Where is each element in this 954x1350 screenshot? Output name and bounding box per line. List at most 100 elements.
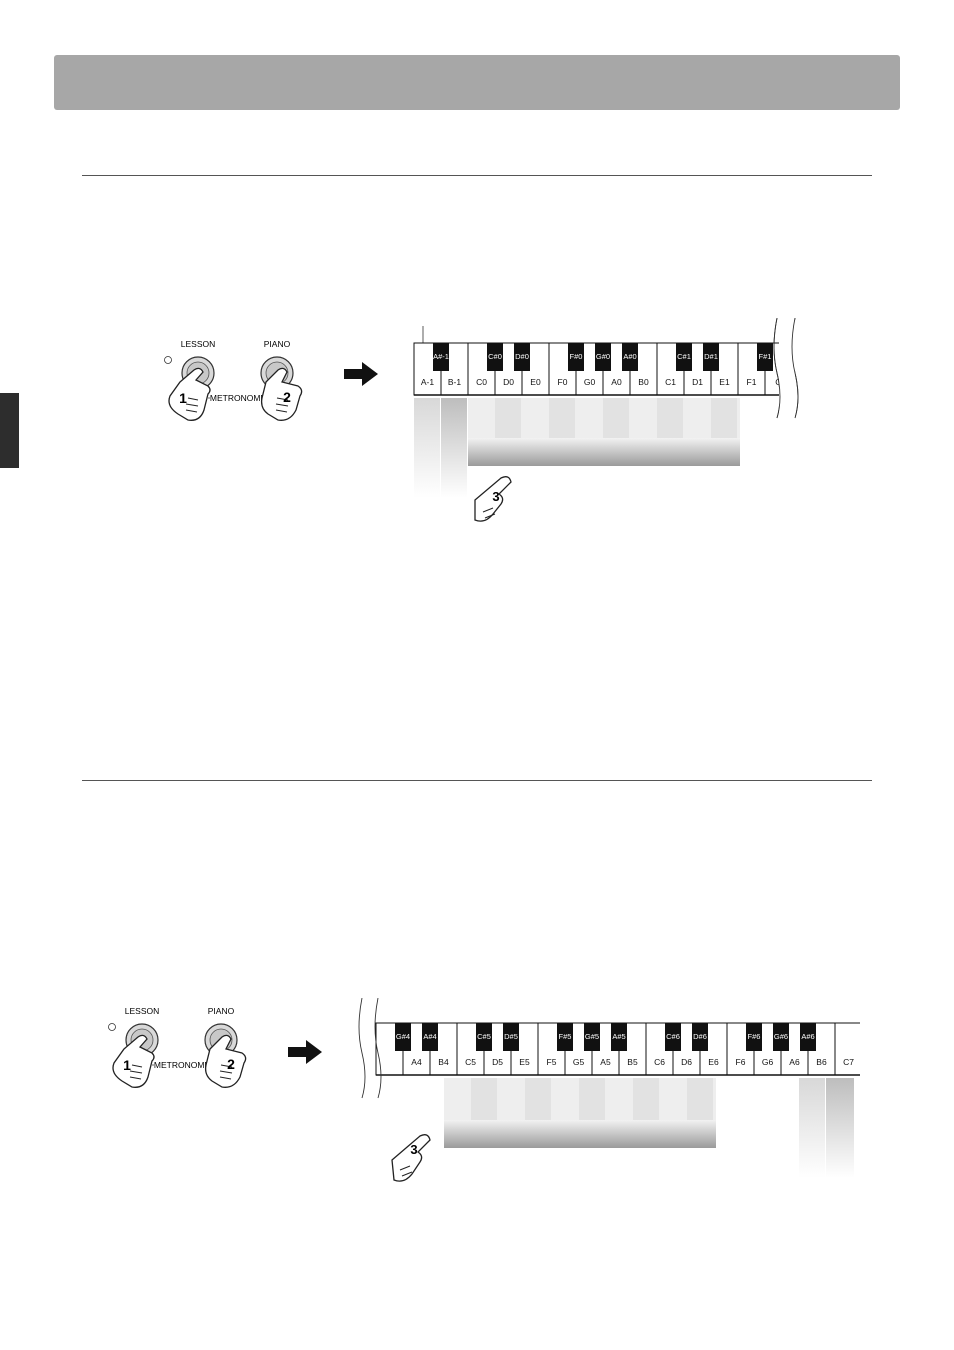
white-key-label: B0	[638, 377, 649, 387]
white-key-label: C6	[654, 1057, 665, 1067]
black-key-label: G#4	[396, 1032, 410, 1041]
black-key[interactable]	[757, 343, 773, 371]
key-fade-column	[414, 398, 440, 498]
white-key[interactable]	[834, 1022, 860, 1076]
key-fade-column	[799, 1078, 825, 1178]
black-key[interactable]	[422, 1023, 438, 1051]
white-key-label: E6	[708, 1057, 719, 1067]
black-key-label: G#0	[596, 352, 610, 361]
white-key-label: B4	[438, 1057, 449, 1067]
step-3-number: 3	[410, 1142, 417, 1157]
white-key-label: E0	[530, 377, 541, 387]
black-key-label: G#5	[585, 1032, 599, 1041]
black-key-label: D#5	[504, 1032, 518, 1041]
white-key-label: B6	[816, 1057, 827, 1067]
black-key[interactable]	[595, 343, 611, 371]
black-key[interactable]	[503, 1023, 519, 1051]
step-3-number: 3	[492, 489, 499, 504]
key-range-bar	[468, 438, 740, 466]
black-key[interactable]	[611, 1023, 627, 1051]
black-key-label: F#0	[570, 352, 583, 361]
button-panel-2: LESSON PIANO METRONOME 1 2	[108, 1006, 247, 1088]
black-key[interactable]	[433, 343, 449, 371]
white-key-label: A4	[411, 1057, 422, 1067]
white-key-label: F5	[547, 1057, 557, 1067]
black-key-label: G#6	[774, 1032, 788, 1041]
black-key[interactable]	[800, 1023, 816, 1051]
metronome-label: METRONOME	[154, 1060, 211, 1070]
step-2-number: 2	[227, 1056, 235, 1072]
black-key[interactable]	[514, 343, 530, 371]
white-key-label: D0	[503, 377, 514, 387]
black-key-label: A#-1	[433, 352, 449, 361]
section-rule-top	[82, 175, 872, 176]
hand-pointer-icon	[260, 367, 303, 421]
black-key[interactable]	[692, 1023, 708, 1051]
hand-pointer-icon	[204, 1034, 247, 1088]
white-key-label: C5	[465, 1057, 476, 1067]
hand-pointer-icon	[474, 476, 512, 522]
black-key-label: F#1	[759, 352, 772, 361]
black-key-label: C#1	[677, 352, 691, 361]
black-key[interactable]	[676, 343, 692, 371]
lesson-led-icon	[108, 1023, 116, 1031]
white-key-label: F6	[736, 1057, 746, 1067]
lesson-label: LESSON	[125, 1006, 160, 1016]
white-key-label: C1	[665, 377, 676, 387]
step-1-number: 1	[179, 390, 187, 406]
black-key[interactable]	[622, 343, 638, 371]
white-key-label: F0	[558, 377, 568, 387]
white-key-label: C7	[843, 1057, 854, 1067]
black-key-label: D#6	[693, 1032, 707, 1041]
black-key[interactable]	[773, 1023, 789, 1051]
black-key[interactable]	[487, 343, 503, 371]
piano-label: PIANO	[264, 339, 291, 349]
black-key-label: D#1	[704, 352, 718, 361]
hand-pointer-icon	[168, 367, 211, 421]
hand-pointer-icon	[391, 1134, 431, 1182]
key-range-bar	[444, 1120, 716, 1148]
black-key-label: F#5	[559, 1032, 572, 1041]
black-key-label: D#0	[515, 352, 529, 361]
black-key[interactable]	[476, 1023, 492, 1051]
black-key-label: F#6	[748, 1032, 761, 1041]
header-bar	[54, 55, 900, 110]
black-key[interactable]	[584, 1023, 600, 1051]
white-key-label: A6	[789, 1057, 800, 1067]
key-fade-column	[441, 398, 467, 498]
white-key-label: A5	[600, 1057, 611, 1067]
white-key-label: G6	[762, 1057, 774, 1067]
black-key-label: C#6	[666, 1032, 680, 1041]
white-key-label: A0	[611, 377, 622, 387]
black-key[interactable]	[557, 1023, 573, 1051]
white-key-label: B5	[627, 1057, 638, 1067]
white-key-label: G5	[573, 1057, 585, 1067]
white-key-label: C0	[476, 377, 487, 387]
step-2-number: 2	[283, 389, 291, 405]
key-fade-column	[826, 1078, 854, 1178]
black-key[interactable]	[665, 1023, 681, 1051]
lesson-label: LESSON	[181, 339, 216, 349]
piano-label: PIANO	[208, 1006, 235, 1016]
white-key-label: D5	[492, 1057, 503, 1067]
white-key-label: D6	[681, 1057, 692, 1067]
black-key-label: A#4	[423, 1032, 436, 1041]
hand-pointer-icon	[112, 1034, 155, 1088]
black-key[interactable]	[746, 1023, 762, 1051]
side-tab	[0, 393, 19, 468]
black-key-label: A#5	[612, 1032, 625, 1041]
button-panel-1: LESSON PIANO METRONOME 1 2	[164, 339, 303, 421]
step-1-number: 1	[123, 1057, 131, 1073]
metronome-label: METRONOME	[210, 393, 267, 403]
black-key[interactable]	[568, 343, 584, 371]
black-key[interactable]	[703, 343, 719, 371]
black-key-label: C#5	[477, 1032, 491, 1041]
black-key-label: C#0	[488, 352, 502, 361]
black-key-label: A#6	[801, 1032, 814, 1041]
black-key[interactable]	[395, 1023, 411, 1051]
white-key-label: A-1	[421, 377, 435, 387]
lesson-led-icon	[164, 356, 172, 364]
white-key-label: F1	[747, 377, 757, 387]
